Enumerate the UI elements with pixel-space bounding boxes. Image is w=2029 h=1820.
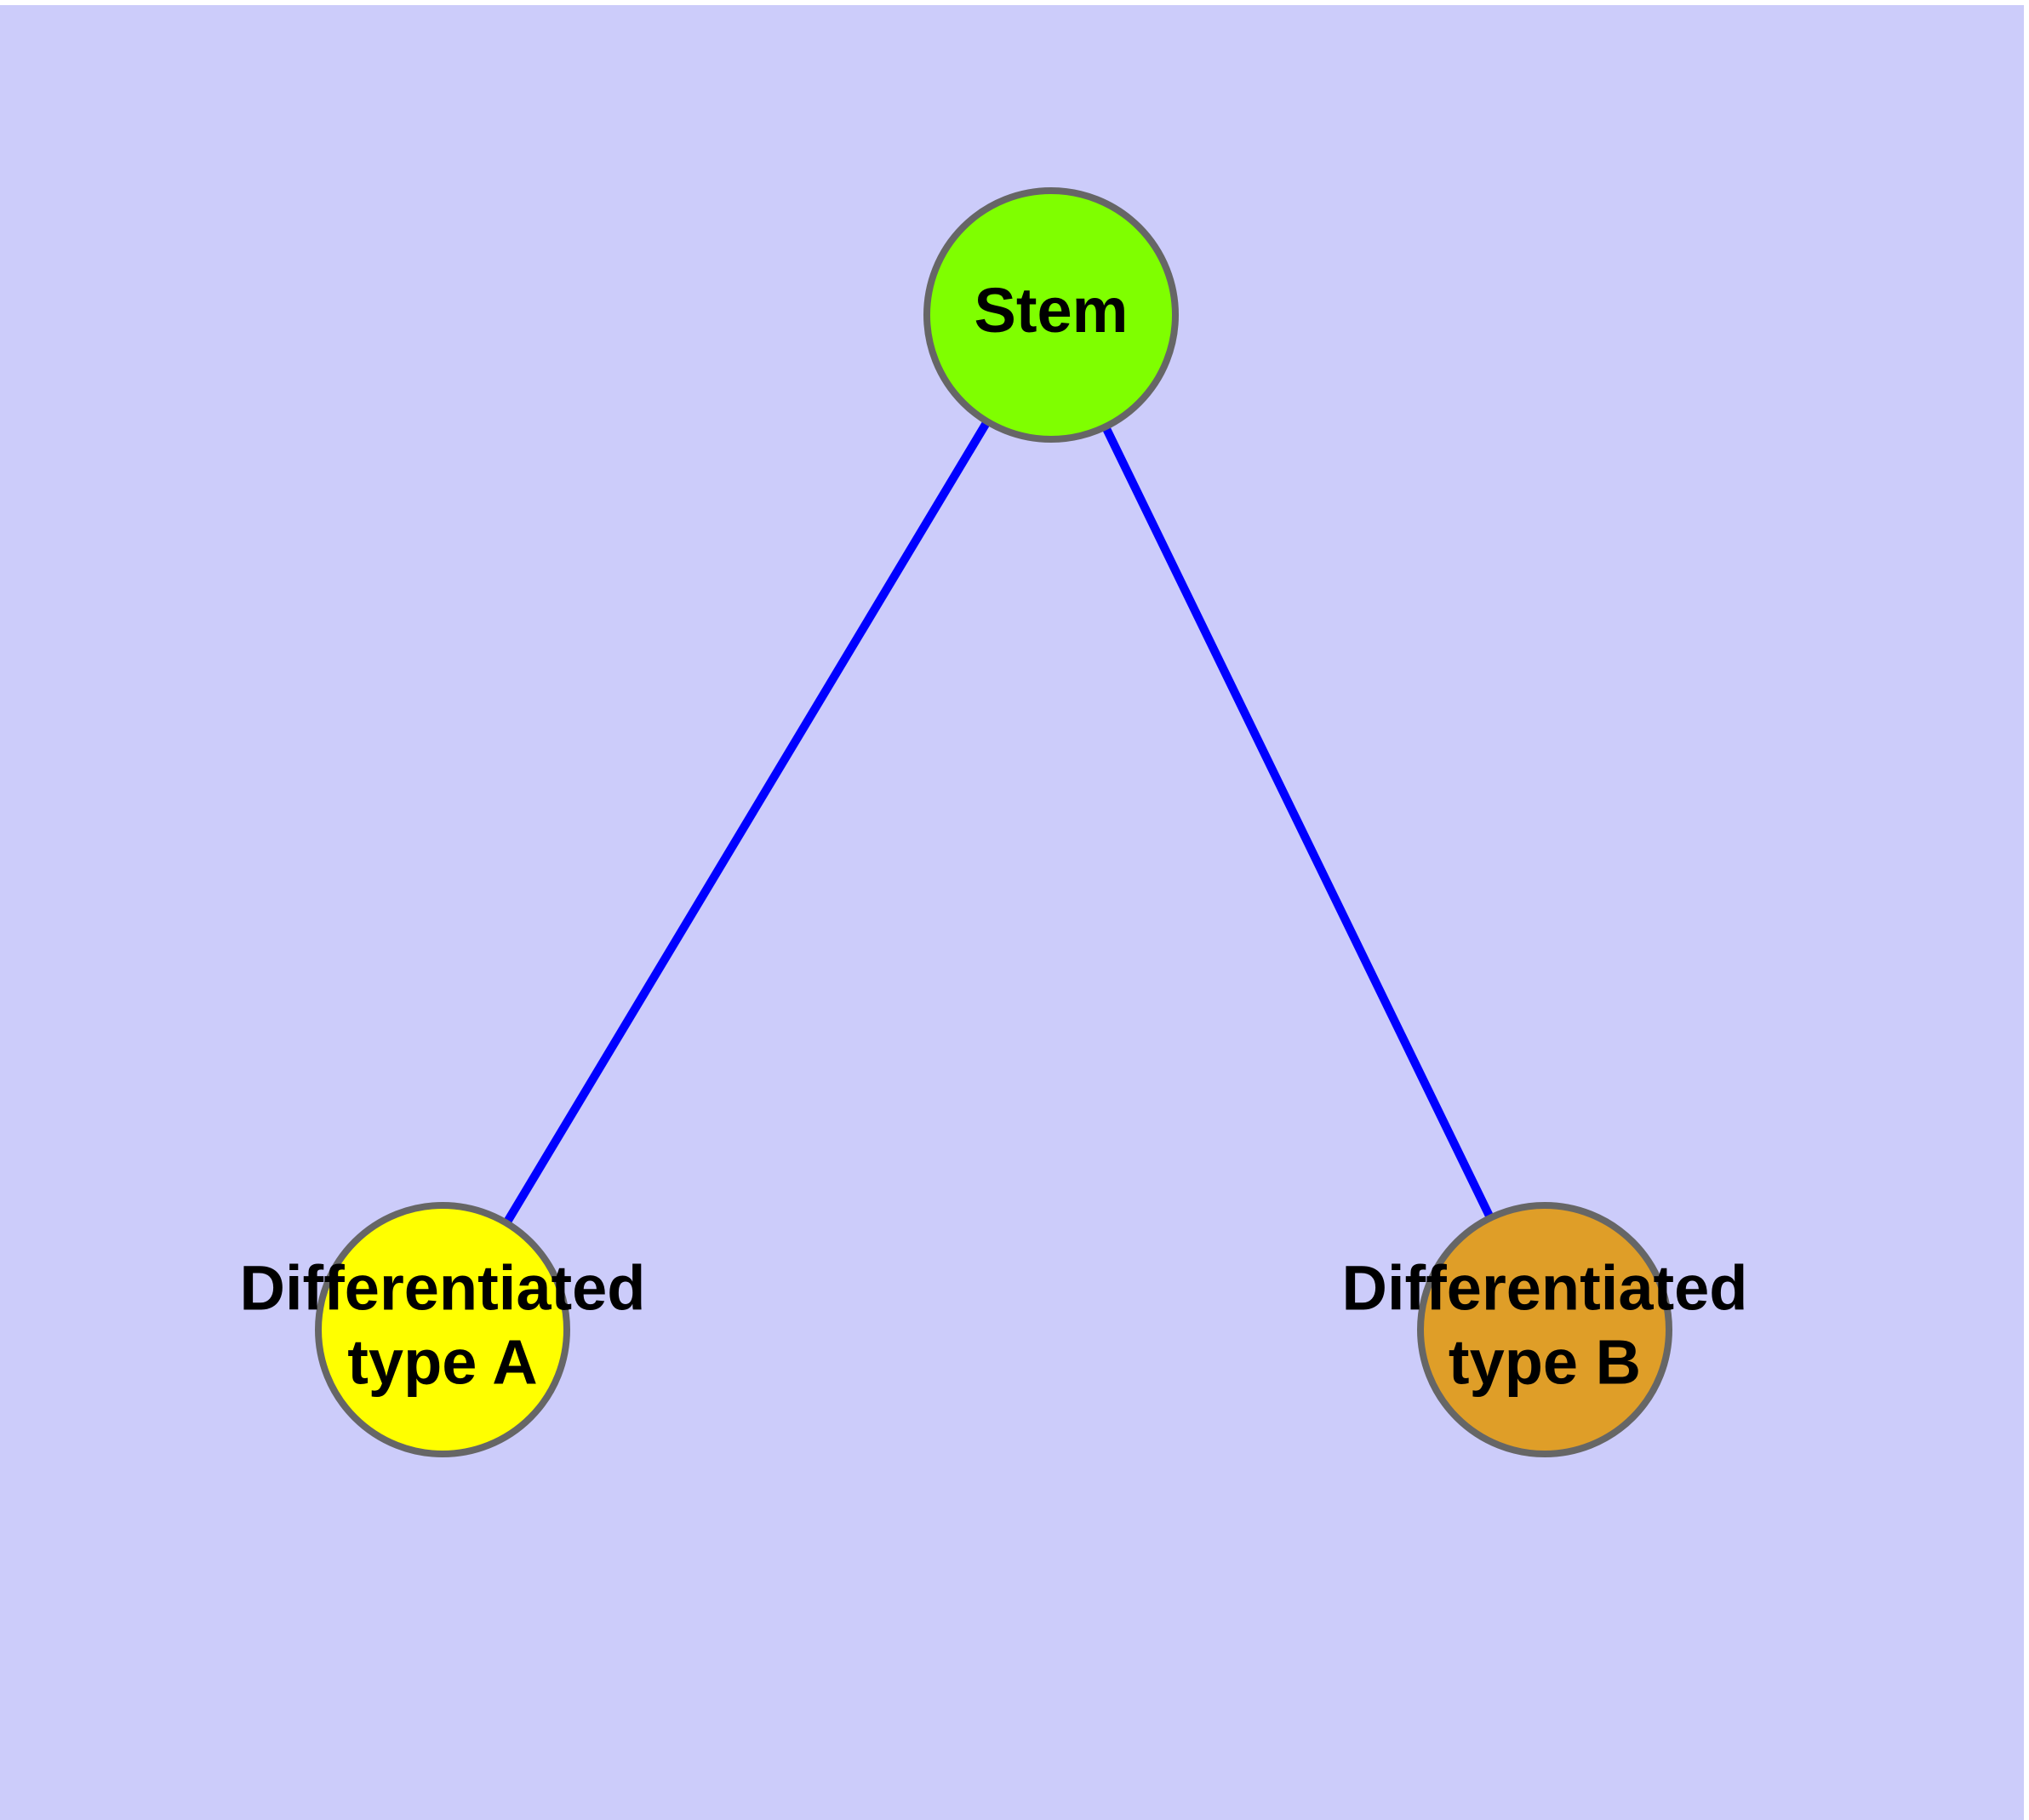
edge-stem-to-differentiated-type-b[interactable] xyxy=(1047,312,1549,1332)
node-stem[interactable] xyxy=(923,187,1179,443)
node-differentiated-type-a-circle[interactable] xyxy=(315,1202,570,1457)
node-stem-label: Stem xyxy=(974,275,1129,346)
node-stem-circle[interactable] xyxy=(923,187,1179,443)
node-differentiated-type-a[interactable] xyxy=(315,1202,570,1457)
node-layer xyxy=(315,187,1672,1457)
node-differentiated-type-b-circle[interactable] xyxy=(1417,1202,1672,1457)
edge-layer xyxy=(438,312,1549,1332)
edge-stem-to-differentiated-type-a[interactable] xyxy=(438,312,1055,1332)
node-differentiated-type-b[interactable] xyxy=(1417,1202,1672,1457)
